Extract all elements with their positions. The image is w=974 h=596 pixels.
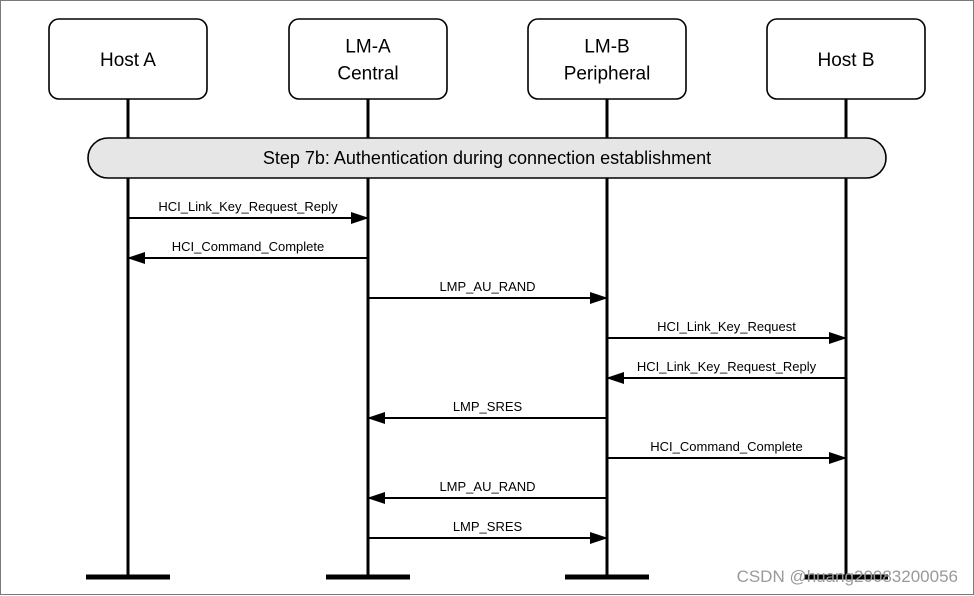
participant-box bbox=[288, 18, 448, 100]
message-label: HCI_Link_Key_Request bbox=[657, 319, 796, 334]
message: HCI_Command_Complete bbox=[607, 439, 847, 464]
participant-lmA: LM-A Central bbox=[288, 18, 448, 100]
message: LMP_SRES bbox=[368, 519, 608, 544]
message-label: HCI_Command_Complete bbox=[650, 439, 802, 454]
message-label: LMP_SRES bbox=[453, 519, 523, 534]
message: HCI_Command_Complete bbox=[127, 239, 368, 264]
participant-box bbox=[48, 18, 208, 100]
message: LMP_SRES bbox=[367, 399, 607, 424]
message: HCI_Link_Key_Request bbox=[607, 319, 847, 344]
participant-label: Peripheral bbox=[564, 64, 651, 85]
participant-hostB: Host B bbox=[766, 18, 926, 100]
participant-label: Central bbox=[337, 64, 398, 85]
message-label: LMP_AU_RAND bbox=[439, 479, 535, 494]
step-banner: Step 7b: Authentication during connectio… bbox=[87, 137, 887, 179]
step-banner-box bbox=[87, 137, 887, 179]
message: LMP_AU_RAND bbox=[368, 279, 608, 304]
participant-box bbox=[527, 18, 687, 100]
participant-box bbox=[766, 18, 926, 100]
message: HCI_Link_Key_Request_Reply bbox=[606, 359, 846, 384]
participant-label: LM-B bbox=[584, 37, 629, 58]
message-label: HCI_Link_Key_Request_Reply bbox=[637, 359, 817, 374]
message-label: LMP_AU_RAND bbox=[439, 279, 535, 294]
participant-label: Host A bbox=[100, 50, 156, 71]
message-label: HCI_Link_Key_Request_Reply bbox=[158, 199, 338, 214]
participant-label: Host B bbox=[817, 50, 874, 71]
message: LMP_AU_RAND bbox=[367, 479, 607, 504]
participant-hostA: Host A bbox=[48, 18, 208, 100]
message-label: HCI_Command_Complete bbox=[172, 239, 324, 254]
step-banner-text: Step 7b: Authentication during connectio… bbox=[263, 148, 711, 168]
participant-lmB: LM-B Peripheral bbox=[527, 18, 687, 100]
participant-label: LM-A bbox=[345, 37, 391, 58]
message-label: LMP_SRES bbox=[453, 399, 523, 414]
message: HCI_Link_Key_Request_Reply bbox=[128, 199, 369, 224]
watermark: CSDN @huang20083200056 bbox=[736, 567, 958, 586]
